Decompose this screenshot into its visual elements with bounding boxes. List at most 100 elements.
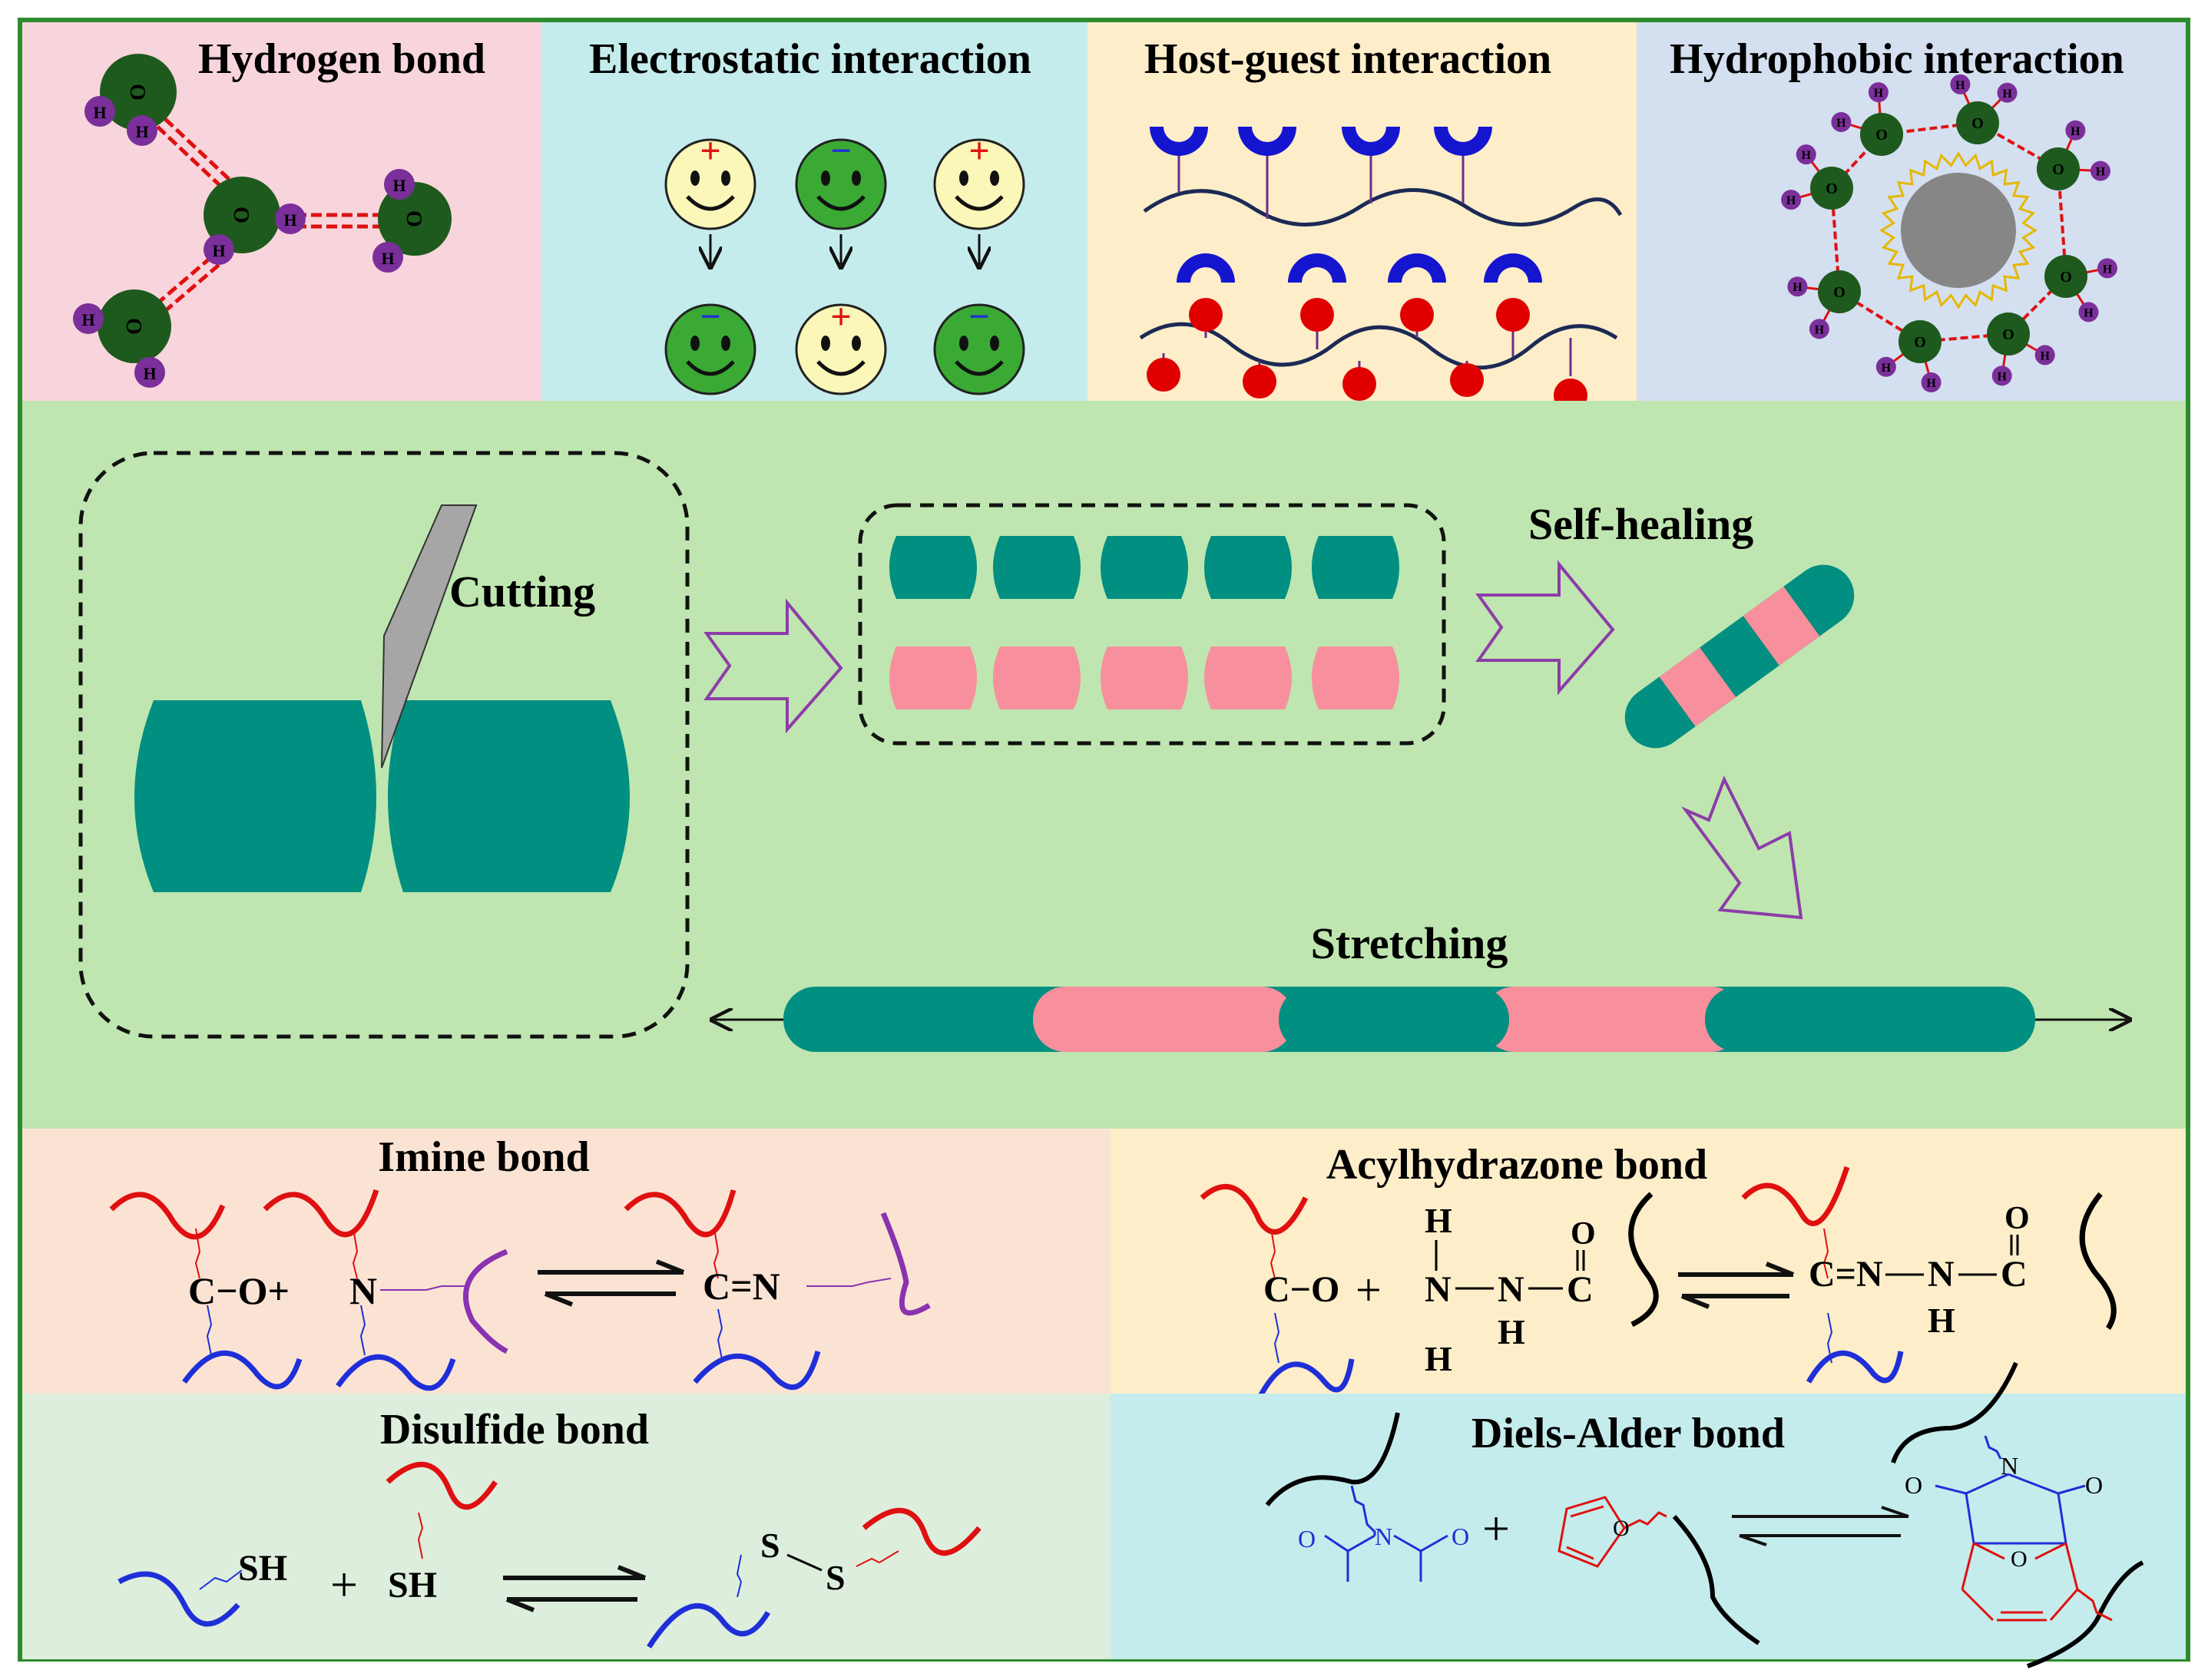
- equilibrium-arrows-icon: [503, 1565, 647, 1612]
- acylhydrazone-chains: [1200, 1166, 2117, 1399]
- svg-text:H: H: [212, 241, 225, 260]
- hydrogen-atom: [1868, 82, 1889, 103]
- oxygen-label: O: [2052, 161, 2064, 178]
- disulfide-linkers: [199, 1512, 899, 1598]
- acylhydrazone-linkers: [1270, 1228, 1833, 1364]
- water-molecule-right: O H H: [372, 169, 452, 273]
- acyl-product-c: C: [2001, 1254, 2028, 1295]
- host-polymer-chain: [1143, 188, 1623, 227]
- svg-text:+: +: [968, 131, 989, 171]
- host-guest-title: Host-guest interaction: [1144, 35, 1551, 83]
- acyl-carbonyl-o: O: [1571, 1216, 1596, 1252]
- acyl-plus: +: [1356, 1265, 1382, 1315]
- self-healing-process-panel: Cutting Self-healing Stretching: [22, 401, 2186, 1129]
- hydrogen-label: H: [1955, 79, 1965, 92]
- furan-o: O: [1613, 1516, 1630, 1541]
- disulfide-s1: S: [760, 1526, 780, 1565]
- diels-alder-adduct: [1935, 1435, 2086, 1545]
- svg-text:O: O: [121, 318, 145, 335]
- hydrogen-atom: [1781, 190, 1802, 210]
- hydrogen-atom: [2097, 258, 2117, 279]
- guest-polymer-chain: [1139, 322, 1618, 370]
- charge-smiley: −: [796, 131, 886, 229]
- equilibrium-arrows-icon: [538, 1259, 685, 1307]
- acyl-h-top: H: [1425, 1201, 1452, 1240]
- hydrogen-label: H: [2084, 306, 2094, 319]
- hydrogen-label: H: [2040, 349, 2050, 362]
- disulfide-chains: [118, 1461, 982, 1649]
- hydrogen-label: H: [1793, 281, 1802, 294]
- svg-text:+: +: [830, 296, 851, 337]
- acyl-product-h: H: [1928, 1301, 1955, 1340]
- electrostatic-title: Electrostatic interaction: [589, 35, 1031, 83]
- diels-alder-plus: +: [1482, 1501, 1510, 1556]
- adduct-bicycle: [1961, 1542, 2113, 1622]
- oxygen-label: O: [2060, 269, 2072, 286]
- pink-hydrogel-piece: [1101, 647, 1188, 709]
- oxygen-atom: [1987, 313, 2030, 356]
- oxygen-atom: [1898, 320, 1942, 363]
- oxygen-atom: [1860, 113, 1903, 156]
- svg-text:H: H: [135, 122, 148, 141]
- acyl-n2: N: [1498, 1269, 1524, 1310]
- charge-smiley: +: [935, 131, 1024, 229]
- oxygen-label: O: [1971, 115, 1984, 132]
- svg-text:O: O: [125, 84, 149, 101]
- disulfide-sh-right: SH: [388, 1565, 437, 1606]
- maleimide-reactant: [1324, 1485, 1448, 1582]
- oxygen-atom: [1956, 101, 1999, 144]
- svg-text:H: H: [93, 103, 106, 122]
- hydrogen-bond-title: Hydrogen bond: [198, 35, 485, 83]
- oxygen-label: O: [1826, 180, 1838, 197]
- maleimide-n: N: [1375, 1523, 1392, 1550]
- host-guest-panel: Host-guest interaction: [1087, 22, 1637, 412]
- process-arrow-right: [703, 598, 843, 734]
- teal-hydrogel-piece: [993, 536, 1081, 599]
- svg-text:+: +: [700, 131, 720, 171]
- hydrogen-label: H: [2096, 166, 2106, 179]
- blade-icon: [381, 504, 478, 769]
- oxygen-label: O: [1833, 284, 1846, 301]
- pink-hydrogel-piece: [1204, 647, 1292, 709]
- hydrogen-label: H: [1874, 87, 1884, 100]
- water-molecule-top: O H H: [84, 54, 177, 146]
- oxygen-atom: [1818, 270, 1861, 313]
- hydrogen-atom: [2078, 302, 2099, 322]
- diels-alder-chains: [1265, 1361, 2144, 1668]
- equilibrium-arrows-icon: [1732, 1506, 1909, 1546]
- process-arrow-right-2: [1475, 560, 1615, 696]
- oxygen-label: O: [2002, 326, 2014, 343]
- svg-text:H: H: [283, 210, 296, 230]
- hydrogen-label: H: [1786, 194, 1796, 207]
- guest-beads: [1147, 298, 1587, 412]
- hydrogen-atom: [1950, 74, 1971, 94]
- imine-reactant-amine: N: [349, 1269, 377, 1312]
- acyl-carbonyl-c: C: [1567, 1269, 1594, 1310]
- hydrogen-label: H: [2002, 88, 2012, 101]
- acyl-n1: N: [1425, 1269, 1452, 1310]
- hydrogen-atom: [1921, 372, 1942, 393]
- svg-text:H: H: [143, 364, 156, 383]
- acyl-product-o: O: [2004, 1201, 2030, 1236]
- hydrogen-atom: [1997, 82, 2018, 103]
- imine-product: C=N: [703, 1265, 780, 1308]
- hydrogen-label: H: [2071, 125, 2081, 138]
- teal-hydrogel-piece: [1312, 536, 1399, 599]
- water-molecule-bottom: O H H: [73, 289, 171, 388]
- svg-text:−: −: [700, 296, 720, 337]
- healed-rod: [1624, 564, 1855, 749]
- imine-title: Imine bond: [378, 1133, 589, 1181]
- disulfide-plus: +: [330, 1557, 358, 1612]
- oxygen-atom: [1810, 167, 1853, 210]
- self-healing-label: Self-healing: [1528, 499, 1753, 549]
- teal-hydrogel-piece: [889, 536, 977, 599]
- hydrogen-label: H: [2103, 263, 2113, 276]
- oxygen-atom: [2044, 255, 2087, 298]
- pink-hydrogel-piece: [1312, 647, 1399, 709]
- hydrophobic-title: Hydrophobic interaction: [1670, 35, 2124, 83]
- cutting-label: Cutting: [449, 567, 595, 617]
- diels-alder-panel: Diels-Alder bond N O O + O: [1111, 1361, 2186, 1668]
- pink-hydrogel-piece: [993, 647, 1081, 709]
